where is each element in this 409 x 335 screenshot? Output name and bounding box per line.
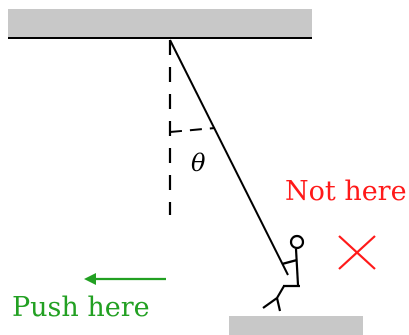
figure-leg-lower	[262, 297, 278, 309]
figure-arm	[281, 258, 298, 266]
floor-block	[229, 316, 363, 335]
angle-marker	[169, 127, 216, 133]
figure-leg-upper	[276, 285, 285, 299]
figure-head	[289, 234, 305, 250]
not-here-label: Not here	[285, 176, 407, 207]
stick-figure	[262, 234, 305, 312]
swing-rope	[169, 39, 289, 276]
push-arrow-icon	[84, 273, 166, 285]
angle-label: θ	[191, 149, 206, 177]
ceiling-block	[8, 9, 312, 37]
figure-leg-back	[275, 297, 282, 312]
figure-body	[294, 248, 300, 286]
push-here-label: Push here	[12, 292, 150, 323]
cross-icon	[338, 235, 376, 270]
